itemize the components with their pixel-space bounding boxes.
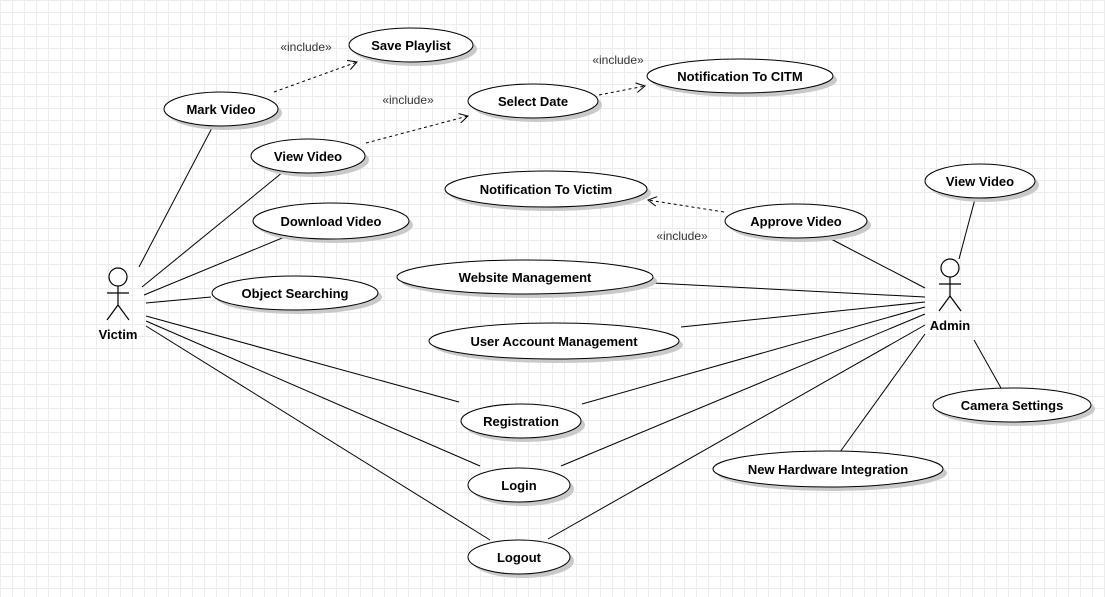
use-case-select-date[interactable]: Select Date bbox=[467, 83, 602, 122]
use-case-label: Notification To Victim bbox=[480, 182, 612, 197]
include-dependencies: «include» «include» «include» «include» bbox=[273, 40, 725, 243]
use-case-label: Logout bbox=[497, 550, 542, 565]
include-approve-video-notification-victim bbox=[648, 200, 725, 213]
assoc-admin-approve-video bbox=[830, 238, 926, 289]
use-case-approve-video[interactable]: Approve Video bbox=[724, 203, 871, 242]
assoc-admin-user-account bbox=[680, 301, 926, 328]
use-case-label: Select Date bbox=[498, 94, 568, 109]
assoc-admin-login bbox=[560, 313, 926, 467]
use-case-label: Website Management bbox=[459, 270, 592, 285]
assoc-admin-logout bbox=[547, 324, 926, 540]
assoc-admin-view-video bbox=[958, 198, 976, 260]
actor-victim[interactable]: Victim bbox=[99, 267, 138, 342]
use-case-label: View Video bbox=[274, 149, 342, 164]
use-case-view-video-admin[interactable]: View Video bbox=[924, 163, 1039, 202]
use-case-label: Mark Video bbox=[186, 102, 255, 117]
assoc-admin-camera-settings bbox=[973, 339, 1002, 389]
use-case-view-video-victim[interactable]: View Video bbox=[250, 138, 369, 177]
assoc-victim-registration bbox=[145, 315, 460, 403]
victim-associations bbox=[138, 125, 491, 541]
actor-label: Admin bbox=[930, 318, 971, 333]
use-case-registration[interactable]: Registration bbox=[460, 403, 585, 442]
use-case-download-video[interactable]: Download Video bbox=[252, 202, 413, 243]
assoc-victim-login bbox=[145, 320, 481, 467]
use-case-camera-settings[interactable]: Camera Settings bbox=[932, 387, 1095, 426]
use-case-logout[interactable]: Logout bbox=[467, 539, 574, 578]
include-label: «include» bbox=[382, 93, 434, 107]
include-label: «include» bbox=[592, 53, 644, 67]
assoc-admin-website-management bbox=[652, 282, 926, 298]
use-case-notification-victim[interactable]: Notification To Victim bbox=[444, 170, 651, 211]
use-case-label: View Video bbox=[946, 174, 1014, 189]
use-case-label: Download Video bbox=[281, 214, 382, 229]
use-case-label: Object Searching bbox=[242, 286, 349, 301]
use-case-login[interactable]: Login bbox=[467, 467, 574, 506]
use-case-label: Login bbox=[501, 478, 536, 493]
use-case-save-playlist[interactable]: Save Playlist bbox=[348, 27, 477, 66]
assoc-admin-new-hardware bbox=[839, 333, 926, 453]
use-case-new-hardware-integration[interactable]: New Hardware Integration bbox=[712, 450, 947, 491]
use-case-label: Registration bbox=[483, 414, 559, 429]
include-mark-video-save-playlist bbox=[273, 62, 357, 93]
use-case-label: Camera Settings bbox=[961, 398, 1064, 413]
assoc-victim-mark-video bbox=[138, 125, 214, 268]
use-case-label: Save Playlist bbox=[371, 38, 451, 53]
include-label: «include» bbox=[280, 40, 332, 54]
use-case-mark-video[interactable]: Mark Video bbox=[163, 91, 282, 130]
use-case-user-account-management[interactable]: User Account Management bbox=[428, 322, 683, 363]
assoc-admin-registration bbox=[581, 306, 926, 405]
use-case-label: Approve Video bbox=[750, 214, 842, 229]
stick-figure-icon bbox=[106, 267, 130, 321]
include-view-video-select-date bbox=[365, 116, 468, 144]
admin-associations bbox=[547, 198, 1002, 540]
use-case-label: New Hardware Integration bbox=[748, 462, 908, 477]
use-case-label: Notification To CITM bbox=[677, 69, 802, 84]
use-case-object-searching[interactable]: Object Searching bbox=[211, 275, 382, 314]
stick-figure-icon bbox=[938, 258, 962, 312]
use-case-notification-citm[interactable]: Notification To CITM bbox=[646, 58, 837, 97]
assoc-victim-view-video bbox=[141, 171, 284, 288]
include-select-date-notification-citm bbox=[598, 86, 645, 96]
use-case-website-management[interactable]: Website Management bbox=[396, 259, 657, 298]
actor-admin[interactable]: Admin bbox=[930, 258, 971, 333]
assoc-victim-logout bbox=[145, 325, 491, 541]
actor-label: Victim bbox=[99, 327, 138, 342]
use-case-label: User Account Management bbox=[470, 334, 638, 349]
assoc-victim-download-video bbox=[143, 235, 288, 296]
include-label: «include» bbox=[656, 229, 708, 243]
assoc-victim-object-searching bbox=[145, 296, 212, 304]
